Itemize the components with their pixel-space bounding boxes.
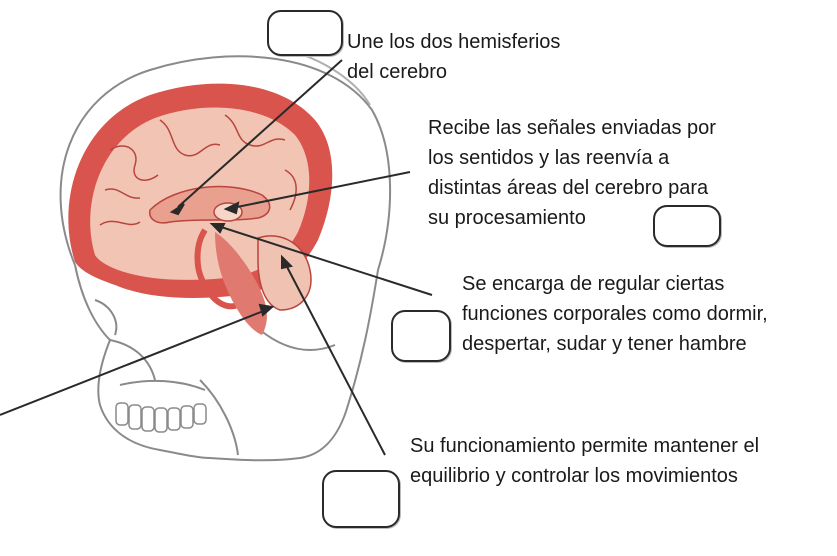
label-line: del cerebro — [347, 61, 448, 83]
brain-stem — [215, 232, 267, 335]
label-line: funciones corporales como dormir, — [462, 303, 768, 325]
arrow-brainstem — [258, 303, 275, 317]
skull-temporal — [259, 329, 336, 351]
brain-folds — [99, 114, 297, 226]
arrow-corpus — [169, 203, 185, 216]
leader-line-brainstem — [0, 309, 267, 416]
arrow-cerebellum — [281, 254, 293, 270]
label-corpus-callosum: Une los dos hemisferios del cerebro — [347, 27, 560, 87]
label-line: su procesamiento — [428, 207, 586, 229]
label-line: los sentidos y las reenvía a — [428, 147, 670, 169]
label-line: Su funcionamiento permite mantener el — [410, 435, 760, 457]
label-line: Une los dos hemisferios — [347, 31, 561, 53]
brain-stem-edge — [194, 228, 240, 310]
leader-line-corpus — [177, 59, 343, 208]
leader-line-cerebellum — [284, 262, 386, 456]
skull — [59, 44, 392, 462]
label-line: equilibrio y controlar los movimientos — [410, 465, 738, 487]
brain — [68, 83, 333, 335]
arrow-hypothalamus — [209, 223, 226, 234]
answer-box-corpus-callosum[interactable] — [267, 10, 343, 56]
label-line: distintas áreas del cerebro para — [428, 177, 709, 199]
answer-box-thalamus[interactable] — [653, 205, 721, 247]
teeth — [115, 402, 207, 433]
skull-jaw-line — [119, 379, 206, 391]
answer-box-cerebellum[interactable] — [322, 470, 400, 528]
label-thalamus: Recibe las señales enviadas por los sent… — [428, 113, 716, 233]
leader-line-thalamus — [231, 171, 411, 209]
arrow-thalamus — [223, 201, 240, 215]
skull-mandible — [199, 379, 239, 456]
skull-cranium — [59, 55, 392, 462]
skull-face — [74, 264, 211, 459]
leader-lines — [0, 59, 433, 456]
skull-cheekbone — [109, 339, 156, 381]
leader-line-hypothalamus — [217, 225, 433, 296]
label-line: Se encarga de regular ciertas — [462, 273, 725, 295]
label-line: despertar, sudar y tener hambre — [462, 333, 747, 355]
skull-orbit — [94, 299, 118, 336]
label-line: Recibe las señales enviadas por — [428, 117, 716, 139]
label-cerebellum: Su funcionamiento permite mantener el eq… — [410, 431, 759, 491]
label-hypothalamus: Se encarga de regular ciertas funciones … — [462, 269, 768, 359]
answer-box-hypothalamus[interactable] — [391, 310, 451, 362]
